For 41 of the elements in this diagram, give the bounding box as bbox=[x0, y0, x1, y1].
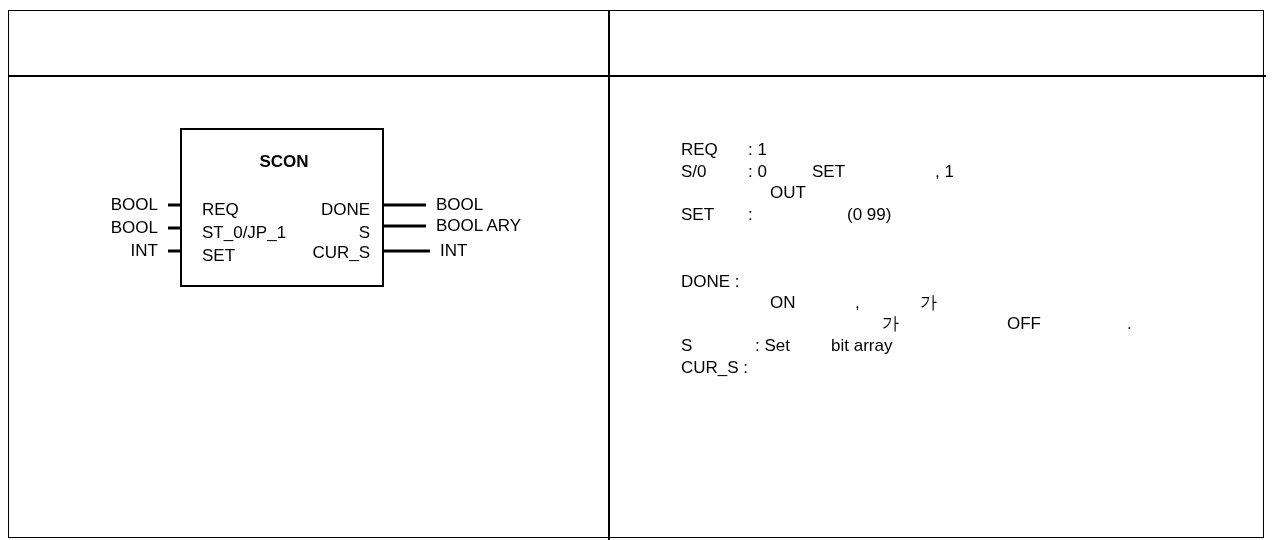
pin-line bbox=[168, 203, 180, 207]
description-text: bit array bbox=[831, 336, 893, 356]
pin-line bbox=[384, 224, 426, 228]
description-text: CUR_S : bbox=[681, 358, 749, 378]
data-type-label: BOOL bbox=[110, 218, 158, 238]
description-text: : 1 bbox=[748, 140, 767, 160]
description-text: OFF bbox=[1007, 314, 1041, 334]
data-type-label: BOOL bbox=[436, 195, 484, 215]
description-text: SET bbox=[812, 162, 846, 182]
description-text: (0 99) bbox=[847, 205, 892, 225]
pin-name: S bbox=[358, 223, 370, 243]
description-text: ON bbox=[770, 293, 796, 313]
data-type-label: INT bbox=[440, 241, 468, 261]
description-text: S bbox=[681, 336, 693, 356]
description-text: SET bbox=[681, 205, 715, 225]
description-text: : Set bbox=[755, 336, 790, 356]
description-text: . bbox=[1127, 314, 1132, 334]
description-text: , bbox=[855, 293, 860, 313]
pin-name: CUR_S bbox=[312, 243, 370, 263]
description-text: : 0 bbox=[748, 162, 767, 182]
data-type-label: INT bbox=[130, 241, 158, 261]
data-type-label: BOOL ARY bbox=[436, 216, 522, 236]
pin-name: DONE bbox=[320, 200, 370, 220]
description-text: OUT bbox=[770, 183, 806, 203]
description-text: , 1 bbox=[935, 162, 954, 182]
data-type-label: BOOL bbox=[110, 195, 158, 215]
pin-name: ST_0/JP_1 bbox=[202, 223, 287, 243]
description-text: 가 bbox=[920, 293, 937, 313]
description-text: 가 bbox=[882, 314, 899, 334]
pin-line bbox=[168, 226, 180, 230]
pin-name: SET bbox=[202, 246, 236, 266]
pin-line bbox=[168, 249, 180, 253]
pin-name: REQ bbox=[202, 200, 239, 220]
description-text: REQ bbox=[681, 140, 718, 160]
description-text: : bbox=[748, 205, 753, 225]
block-title: SCON bbox=[259, 152, 309, 172]
pin-line bbox=[384, 249, 430, 253]
function-block bbox=[180, 128, 384, 287]
description-text: S/0 bbox=[681, 162, 707, 182]
description-text: DONE : bbox=[681, 272, 740, 292]
pin-line bbox=[384, 203, 426, 207]
